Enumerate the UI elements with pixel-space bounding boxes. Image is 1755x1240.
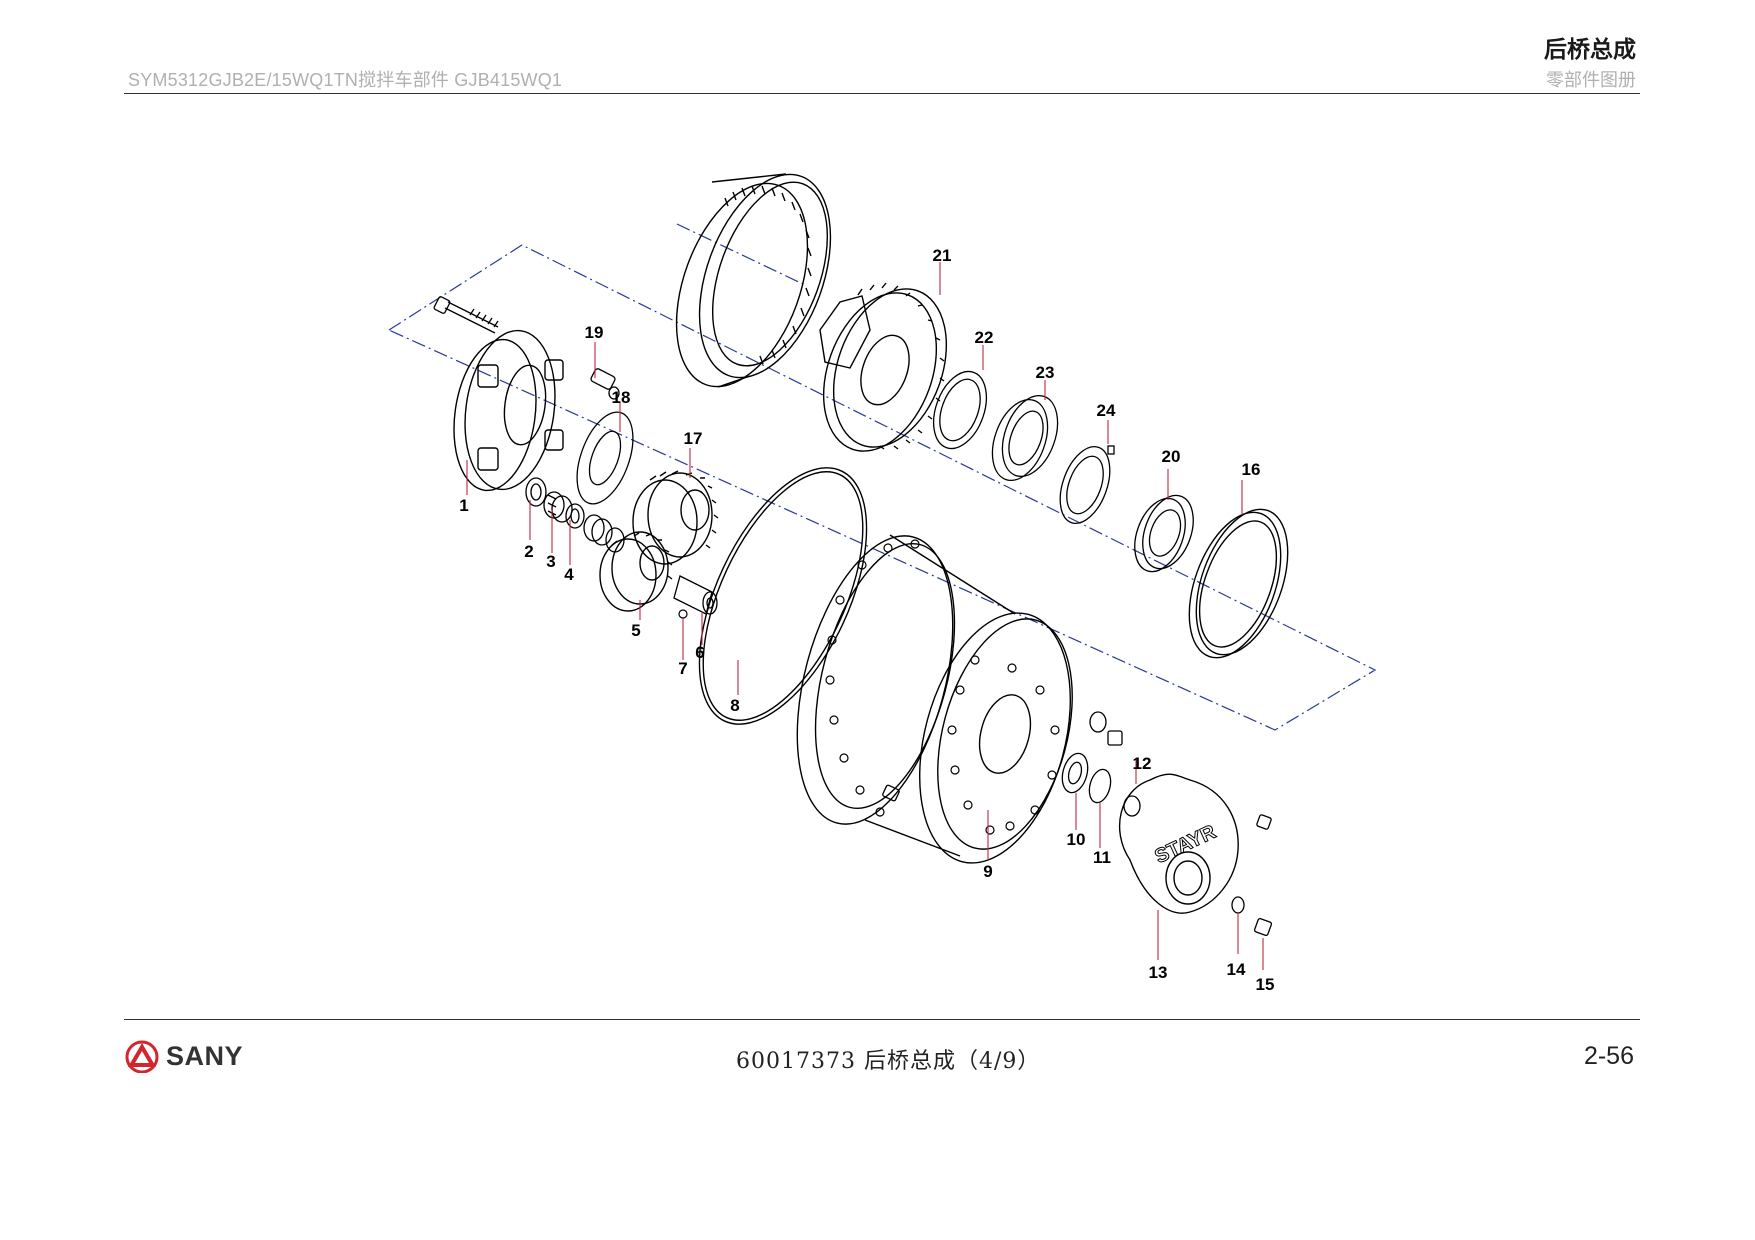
assembly-caption: 60017373 后桥总成（4/9） bbox=[736, 1049, 1041, 1074]
header-section-title: 后桥总成 bbox=[1544, 37, 1636, 63]
part-2-washer bbox=[525, 477, 547, 507]
hub-bolt-holes bbox=[825, 539, 1060, 835]
part-11-seal-ring bbox=[1088, 768, 1112, 804]
part-7-steel-ball bbox=[678, 609, 688, 619]
part-needle-bearing-2 bbox=[583, 514, 613, 546]
callout-22: 22 bbox=[975, 328, 994, 347]
part-24-lock-washer bbox=[1059, 445, 1115, 524]
part-hub-plug bbox=[882, 784, 900, 802]
part-6-planet-shaft bbox=[673, 575, 718, 615]
sany-logo-icon bbox=[125, 1040, 159, 1073]
brand-name: SANY bbox=[166, 1040, 244, 1071]
callout-6: 6 bbox=[695, 643, 704, 662]
part-17-planet-gear bbox=[632, 470, 719, 565]
part-16-oil-seal bbox=[1188, 508, 1289, 659]
part-15-screw-plug bbox=[1253, 814, 1273, 937]
callout-3: 3 bbox=[546, 552, 555, 571]
part-8-o-ring bbox=[698, 467, 868, 725]
callout-21: 21 bbox=[933, 246, 952, 265]
part-19-pin bbox=[590, 368, 620, 400]
callout-16: 16 bbox=[1242, 460, 1261, 479]
callout-20: 20 bbox=[1162, 447, 1181, 466]
callout-1: 1 bbox=[459, 496, 468, 515]
callout-9: 9 bbox=[983, 862, 992, 881]
part-18-thrust-washer bbox=[576, 411, 634, 505]
header-model-text: SYM5312GJB2E/15WQ1TN搅拌车部件 GJB415WQ1 bbox=[128, 70, 563, 90]
part-23-bearing bbox=[991, 394, 1059, 482]
part-5-planet-gear bbox=[599, 531, 673, 612]
part-9-wheel-hub bbox=[796, 534, 1073, 864]
part-3-needle-bearing bbox=[543, 491, 573, 523]
part-20-nut bbox=[1134, 494, 1194, 573]
callout-5: 5 bbox=[631, 621, 640, 640]
assembly-frame bbox=[387, 223, 1377, 731]
callout-19: 19 bbox=[585, 323, 604, 342]
header-divider bbox=[124, 93, 1640, 94]
callout-23: 23 bbox=[1036, 363, 1055, 382]
callout-2: 2 bbox=[524, 542, 533, 561]
callout-13: 13 bbox=[1149, 963, 1168, 982]
header-catalog-label: 零部件图册 bbox=[1546, 70, 1636, 91]
callout-4: 4 bbox=[564, 565, 574, 584]
callout-18: 18 bbox=[612, 388, 631, 407]
sany-logo: SANY bbox=[124, 1039, 243, 1073]
callout-10: 10 bbox=[1067, 830, 1086, 849]
callout-11: 11 bbox=[1093, 848, 1111, 867]
part-10-washer bbox=[1061, 752, 1089, 794]
callout-8: 8 bbox=[730, 696, 739, 715]
part-1-planet-carrier bbox=[453, 329, 564, 492]
callout-14: 14 bbox=[1227, 960, 1246, 979]
callout-labels: 1 2 3 4 5 6 7 8 9 10 11 12 13 14 15 16 1… bbox=[459, 246, 1274, 994]
part-ring-gear bbox=[675, 173, 832, 388]
leader-lines bbox=[466, 262, 1264, 970]
callout-15: 15 bbox=[1256, 975, 1275, 994]
part-4-washer bbox=[565, 503, 585, 529]
page-number: 2-56 bbox=[1583, 1042, 1634, 1070]
part-bolt-near-1 bbox=[433, 296, 499, 334]
callout-12: 12 bbox=[1133, 754, 1152, 773]
part-13-hub-cover: STAYR bbox=[1118, 773, 1239, 914]
part-22-washer bbox=[932, 370, 988, 450]
callout-24: 24 bbox=[1097, 401, 1116, 420]
part-21-gear-hub bbox=[819, 282, 948, 452]
footer-divider bbox=[124, 1019, 1640, 1020]
part-14-seal-ring bbox=[1231, 896, 1245, 914]
callout-7: 7 bbox=[678, 659, 687, 678]
callout-17: 17 bbox=[684, 429, 703, 448]
